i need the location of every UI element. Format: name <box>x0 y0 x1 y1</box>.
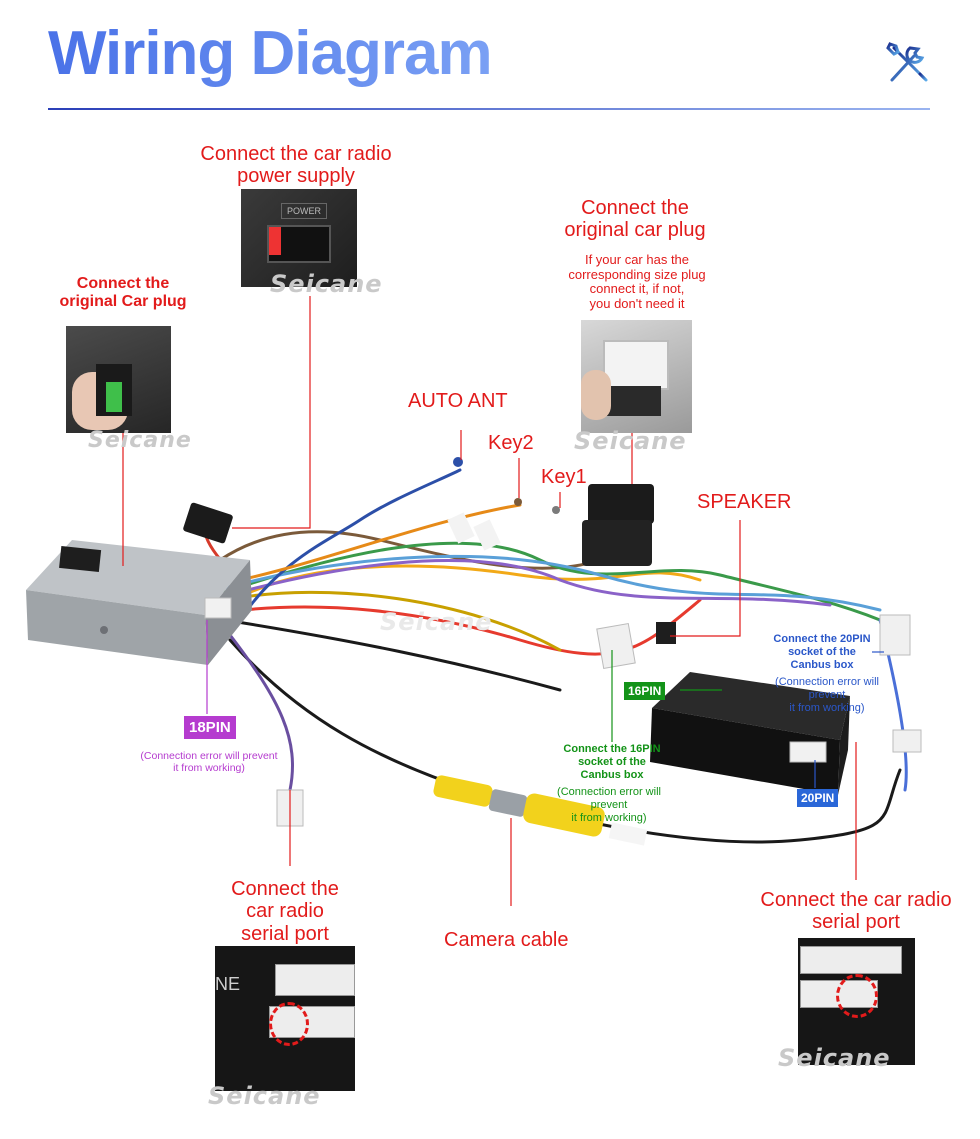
socket-latch <box>269 227 281 255</box>
serial-port-left-photo: NE <box>215 946 355 1091</box>
canbus-16pin-text: Connect the 16PIN socket of the Canbus b… <box>563 743 661 781</box>
serial-port-right-photo <box>798 938 915 1065</box>
watermark: Seicane <box>380 608 493 636</box>
canbus-20pin-note-text: (Connection error will prevent it from w… <box>775 676 879 714</box>
highlight-circle <box>836 974 878 1018</box>
orig-car-plug-note-text: If your car has the corresponding size p… <box>568 252 706 311</box>
power-label: POWER <box>281 203 327 219</box>
canbus-20pin-label: Connect the 20PIN socket of the Canbus b… <box>764 633 880 672</box>
plug-black-body <box>607 386 661 416</box>
pin-16-tag: 16PIN <box>624 682 666 700</box>
serial-port-right-text: Connect the car radio serial port <box>760 889 952 934</box>
key2-label: Key2 <box>488 432 534 454</box>
serial-port-left-text: Connect the car radio serial port <box>231 878 339 945</box>
orig-car-plug-right-text: Connect the original car plug <box>564 197 706 242</box>
auto-ant-label: AUTO ANT <box>408 390 508 412</box>
car-plug-photo <box>66 326 171 433</box>
plug-white-socket <box>603 340 669 390</box>
page-title: Wiring Diagram <box>48 19 493 88</box>
power-supply-text: Connect the car radio power supply <box>200 143 392 188</box>
orig-plug-photo <box>581 320 692 433</box>
camera-cable-label: Camera cable <box>444 929 569 951</box>
panel-text: NE <box>215 974 241 994</box>
highlight-circle <box>269 1002 309 1046</box>
orig-car-plug-left-label: Connect the original Car plug <box>40 275 206 311</box>
serial-port-right-label: Connect the car radio serial port <box>756 889 956 934</box>
header-divider <box>48 108 930 110</box>
orig-car-plug-note: If your car has the corresponding size p… <box>552 252 722 311</box>
watermark: Seicane <box>574 427 687 455</box>
power-supply-label: Connect the car radio power supply <box>186 143 406 188</box>
pin-18-tag: 18PIN <box>184 716 236 739</box>
white-socket <box>275 964 355 996</box>
canbus-16pin-note: (Connection error will prevent it from w… <box>542 786 676 825</box>
white-socket <box>800 946 902 974</box>
canbus-16pin-label: Connect the 16PIN socket of the Canbus b… <box>554 743 670 782</box>
watermark: Seicane <box>88 428 192 453</box>
canbus-20pin-note: (Connection error will prevent it from w… <box>760 676 894 715</box>
canbus-16pin-note-text: (Connection error will prevent it from w… <box>557 786 661 824</box>
power-socket-photo: POWER <box>241 189 357 287</box>
speaker-label: SPEAKER <box>697 491 792 513</box>
watermark: Seicane <box>208 1082 321 1110</box>
hand <box>581 370 611 420</box>
pin-18-note-text: (Connection error will prevent it from w… <box>140 750 278 775</box>
pin-18-note: (Connection error will prevent it from w… <box>122 750 296 775</box>
pin-20-tag: 20PIN <box>797 789 839 807</box>
key1-label: Key1 <box>541 466 587 488</box>
plug-green-latch <box>106 382 122 412</box>
canbus-20pin-text: Connect the 20PIN socket of the Canbus b… <box>773 633 871 671</box>
watermark: Seicane <box>270 270 383 298</box>
orig-car-plug-right-label: Connect the original car plug <box>540 197 730 242</box>
watermark: Seicane <box>778 1044 891 1072</box>
serial-port-left-label: Connect the car radio serial port <box>220 878 350 945</box>
tools-icon <box>884 40 932 86</box>
orig-car-plug-left-text: Connect the original Car plug <box>59 275 187 310</box>
